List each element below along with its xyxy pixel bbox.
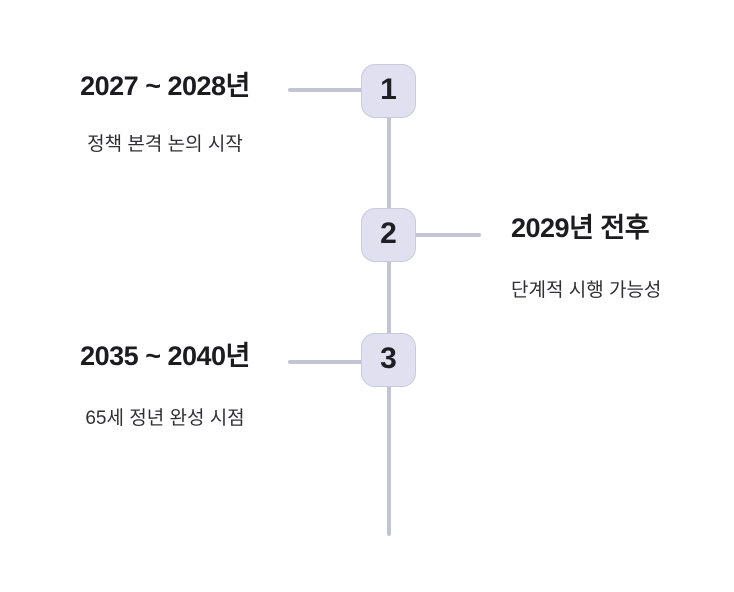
- connector-line-3: [288, 360, 362, 364]
- timeline-node-2: 2: [361, 208, 416, 262]
- node-number-1: 1: [380, 73, 397, 106]
- milestone-description-2: 단계적 시행 가능성: [511, 280, 662, 301]
- timeline-vertical-line: [387, 90, 391, 536]
- milestone-title-2: 2029년 전후: [511, 213, 650, 243]
- connector-line-2: [415, 233, 481, 237]
- milestone-title-3: 2035 ~ 2040년: [80, 341, 250, 371]
- milestone-description-3: 65세 정년 완성 시점: [85, 408, 245, 429]
- timeline-node-1: 1: [361, 64, 416, 118]
- connector-line-1: [288, 88, 362, 92]
- timeline-node-3: 3: [361, 333, 416, 387]
- milestone-description-1: 정책 본격 논의 시작: [87, 134, 243, 155]
- node-number-2: 2: [380, 217, 397, 250]
- milestone-title-1: 2027 ~ 2028년: [80, 71, 250, 101]
- node-number-3: 3: [380, 342, 397, 375]
